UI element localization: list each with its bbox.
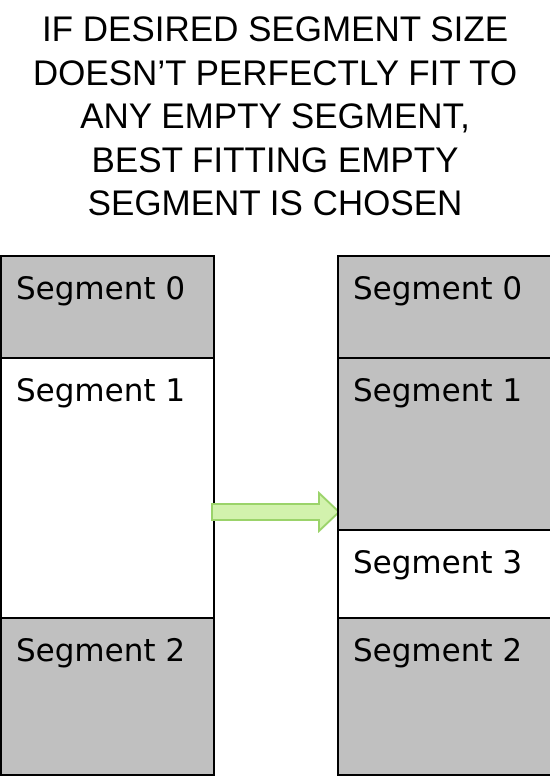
before-segment-1: Segment 1 — [0, 357, 215, 619]
title-line-2: DOESN’T PERFECTLY FIT TO — [32, 53, 518, 93]
after-segment-0-label: Segment 0 — [353, 271, 523, 307]
after-segment-3: Segment 3 — [337, 529, 550, 619]
after-segment-2: Segment 2 — [337, 617, 550, 776]
before-segment-1-label: Segment 1 — [16, 373, 186, 409]
right-arrow-icon — [211, 491, 341, 533]
title-line-5: SEGMENT IS CHOSEN — [87, 184, 463, 223]
after-segment-2-label: Segment 2 — [353, 633, 523, 669]
title-line-4: BEST FITTING EMPTY — [91, 140, 459, 180]
title-line-3: ANY EMPTY SEGMENT, — [80, 97, 470, 136]
before-segment-2-label: Segment 2 — [16, 633, 186, 669]
after-segment-3-label: Segment 3 — [353, 545, 523, 581]
memory-after: Segment 0 Segment 1 Segment 3 Segment 2 — [337, 255, 550, 776]
after-segment-1: Segment 1 — [337, 357, 550, 531]
after-segment-1-label: Segment 1 — [353, 373, 523, 409]
before-segment-0-label: Segment 0 — [16, 271, 186, 307]
before-segment-0: Segment 0 — [0, 255, 215, 359]
memory-before: Segment 0 Segment 1 Segment 2 — [0, 255, 215, 776]
title: IF DESIRED SEGMENT SIZE DOESN’T PERFECTL… — [0, 8, 550, 226]
title-line-1: IF DESIRED SEGMENT SIZE — [41, 10, 509, 49]
before-segment-2: Segment 2 — [0, 617, 215, 776]
after-segment-0: Segment 0 — [337, 255, 550, 359]
